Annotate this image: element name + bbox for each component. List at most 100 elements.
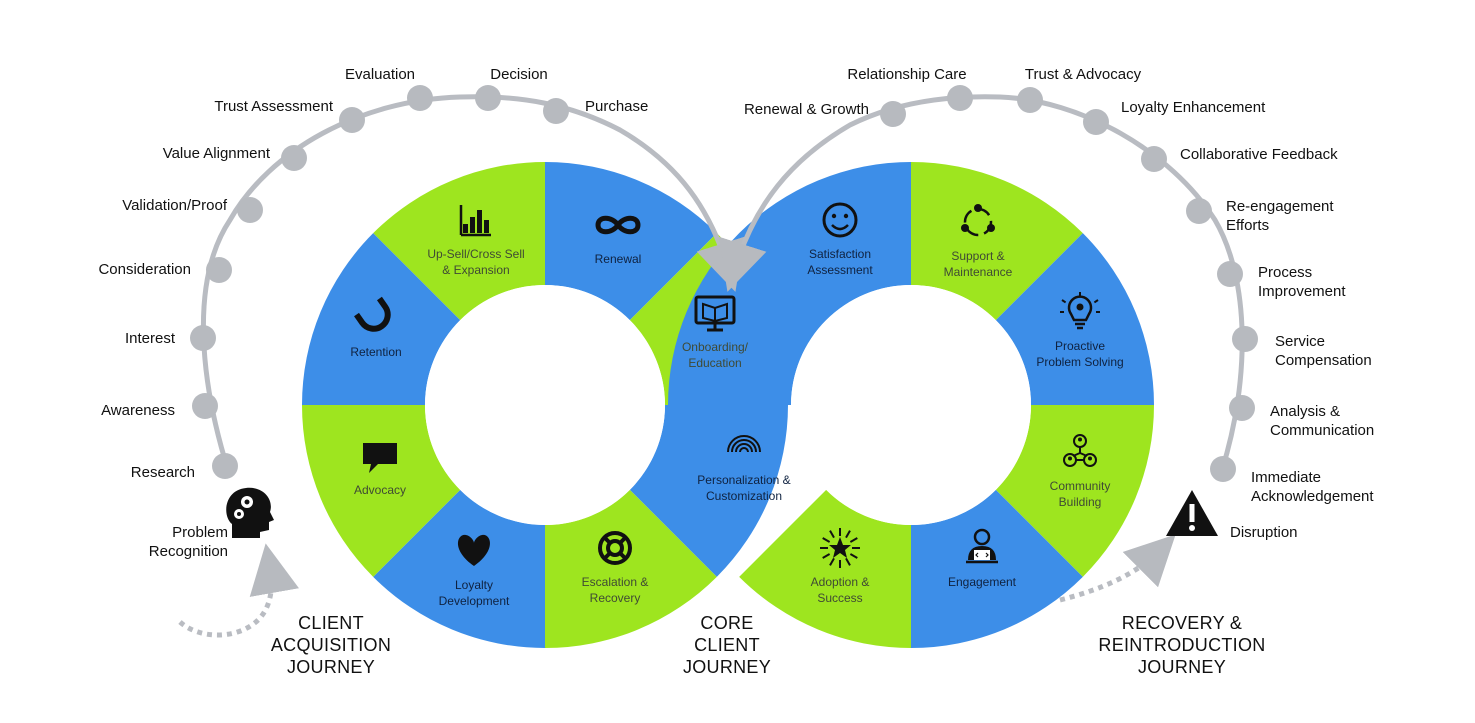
recovery-node-service-compensation	[1232, 326, 1258, 352]
right-loop-label-adoption-success-line: Success	[817, 591, 862, 605]
acquisition-node-evaluation	[407, 85, 433, 111]
acquisition-journey-title-line: JOURNEY	[287, 657, 375, 677]
right-loop-label-engagement-line: Engagement	[948, 575, 1017, 589]
speech-bubble-icon	[363, 443, 397, 473]
left-loop-label-onboarding-education: Onboarding/Education	[682, 340, 749, 370]
recovery-stage-trust-advocacy: Trust & Advocacy	[1025, 66, 1142, 83]
acquisition-stage-value-alignment: Value Alignment	[163, 145, 271, 162]
recovery-node-analysis-communication	[1229, 395, 1255, 421]
left-loop-label-up-sell-cross-sell-expansion: Up-Sell/Cross Sell& Expansion	[427, 247, 524, 277]
right-loop-label-support-maintenance-line: Support &	[951, 249, 1004, 263]
recovery-stage-renewal-growth: Renewal & Growth	[744, 101, 869, 118]
left-loop-label-onboarding-education-line: Education	[688, 356, 741, 370]
acquisition-node-trust-assessment	[339, 107, 365, 133]
acquisition-entry-arrow	[178, 543, 299, 638]
acquisition-stage-evaluation: Evaluation	[345, 66, 415, 83]
core-loops	[302, 162, 1154, 648]
acquisition-stage-interest: Interest	[125, 330, 176, 347]
infinity-icon	[595, 215, 641, 235]
left-loop-label-renewal: Renewal	[595, 252, 642, 266]
acquisition-stage-consideration: Consideration	[98, 261, 191, 278]
recovery-node-loyalty-enhancement	[1083, 109, 1109, 135]
right-loop-segment-community-building	[995, 405, 1154, 577]
recovery-stage-relationship-care: Relationship Care	[847, 66, 966, 83]
acquisition-node-validation-proof	[237, 197, 263, 223]
right-loop-label-support-maintenance: Support &Maintenance	[944, 249, 1013, 279]
right-loop-center	[791, 285, 1031, 525]
right-loop-label-proactive-problem-solving-line: Proactive	[1055, 339, 1105, 353]
acquisition-node-research	[212, 453, 238, 479]
left-loop-label-retention-line: Retention	[350, 345, 401, 359]
community-network-icon	[1063, 434, 1097, 467]
recovery-stage-collaborative-feedback: Collaborative Feedback	[1180, 146, 1338, 163]
recovery-node-collaborative-feedback	[1141, 146, 1167, 172]
left-loop-label-loyalty-development-line: Development	[439, 594, 510, 608]
warning-triangle-icon	[1166, 490, 1218, 536]
recovery-exit-arrow	[1059, 534, 1176, 603]
left-loop-label-up-sell-cross-sell-expansion-line: & Expansion	[442, 263, 509, 277]
right-loop-label-community-building-line: Community	[1050, 479, 1111, 493]
recovery-node-process-improvement	[1217, 261, 1243, 287]
stage-labels: Up-Sell/Cross Sell& Expansion RenewalOnbo…	[98, 66, 1374, 608]
left-loop-segment-retention	[302, 233, 461, 405]
acquisition-node-decision	[475, 85, 501, 111]
journey-tracks	[178, 85, 1258, 638]
left-loop-label-advocacy-line: Advocacy	[354, 483, 406, 497]
acquisition-node-purchase	[543, 98, 569, 124]
fingerprint-icon	[727, 435, 761, 453]
left-loop-label-renewal-line: Renewal	[595, 252, 642, 266]
right-loop-label-engagement: Engagement	[948, 575, 1017, 589]
recovery-journey-title-line: REINTRODUCTION	[1098, 635, 1265, 655]
acquisition-stage-trust-assessment: Trust Assessment	[214, 98, 333, 115]
left-loop-segment-loyalty-development	[373, 489, 545, 648]
right-loop-segment-engagement	[911, 489, 1083, 648]
acquisition-journey-title-line: CLIENT	[298, 613, 364, 633]
lightbulb-gear-icon	[1060, 292, 1100, 330]
left-loop-label-loyalty-development-line: Loyalty	[455, 578, 493, 592]
monitor-book-icon	[694, 295, 736, 332]
left-loop-segment-escalation-recovery	[545, 489, 717, 648]
acquisition-node-interest	[190, 325, 216, 351]
starburst-icon	[820, 528, 860, 568]
acquisition-start-label-line: Recognition	[149, 543, 228, 560]
left-loop-segment-renewal	[545, 162, 717, 321]
acquisition-stage-research: Research	[131, 464, 195, 481]
acquisition-start-label-line: Problem	[172, 524, 228, 541]
acquisition-stage-purchase: Purchase	[585, 98, 648, 115]
recovery-stage-analysis-communication: Analysis &Communication	[1270, 403, 1374, 439]
smiley-icon	[822, 202, 858, 238]
left-loop-label-escalation-recovery-line: Recovery	[590, 591, 641, 605]
left-loop-segment-advocacy	[302, 405, 461, 577]
right-loop-label-satisfaction-assessment-line: Satisfaction	[809, 247, 871, 261]
acquisition-node-consideration	[206, 257, 232, 283]
acquisition-journey-title-line: ACQUISITION	[271, 635, 391, 655]
left-loop-label-personalization-customization-line: Customization	[706, 489, 782, 503]
acquisition-stage-awareness: Awareness	[101, 402, 175, 419]
bar-chart-icon	[459, 205, 491, 237]
left-loop-label-advocacy: Advocacy	[354, 483, 406, 497]
left-loop-label-personalization-customization-line: Personalization &	[697, 473, 790, 487]
left-loop-segment-personalization-customization	[629, 405, 788, 577]
core-journey-title-line: CLIENT	[694, 635, 760, 655]
right-loop-segment-support-maintenance	[911, 162, 1083, 321]
recovery-end-label: Disruption	[1230, 524, 1298, 541]
person-laptop-icon	[966, 528, 998, 564]
right-loop-label-adoption-success: Adoption &Success	[811, 575, 870, 605]
right-loop-segment-satisfaction-assessment	[668, 162, 911, 405]
core-journey-title-line: JOURNEY	[683, 657, 771, 677]
left-loop-label-escalation-recovery: Escalation &Recovery	[582, 575, 649, 605]
right-loop-segment-adoption-success	[739, 489, 911, 648]
recovery-node-trust-advocacy	[1017, 87, 1043, 113]
recovery-journey-title-line: RECOVERY &	[1122, 613, 1242, 633]
magnet-icon	[354, 296, 391, 332]
